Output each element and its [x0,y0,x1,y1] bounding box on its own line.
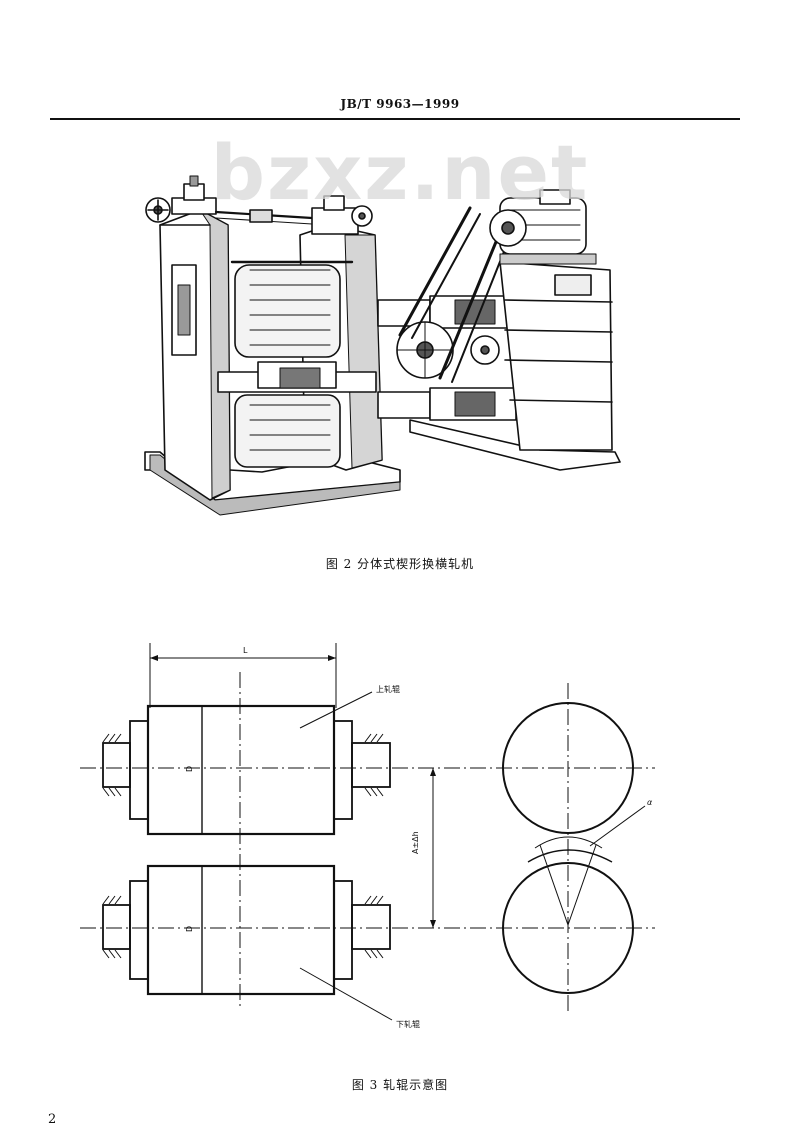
figure-2-mill-drawing [144,175,621,516]
header-rule [50,118,740,120]
angle-alpha-label: α [647,798,653,807]
upper-roll-label: 上轧辊 [376,684,400,694]
page-number: 2 [48,1112,57,1127]
watermark-text: bzxz.net [210,128,590,217]
lower-roll-label: 下轧辊 [396,1019,420,1029]
dim-diameter-lower-label: D [185,926,194,932]
center-distance-label: A±Δh [411,831,420,854]
dim-diameter-upper-label: D [185,766,194,772]
figure-2-caption: 图 2 分体式楔形换横轧机 [325,557,475,571]
dim-length-label: L [243,646,248,655]
standard-code: JB/T 9963—1999 [340,97,460,111]
figure-3-caption: 图 3 轧辊示意图 [351,1078,449,1092]
